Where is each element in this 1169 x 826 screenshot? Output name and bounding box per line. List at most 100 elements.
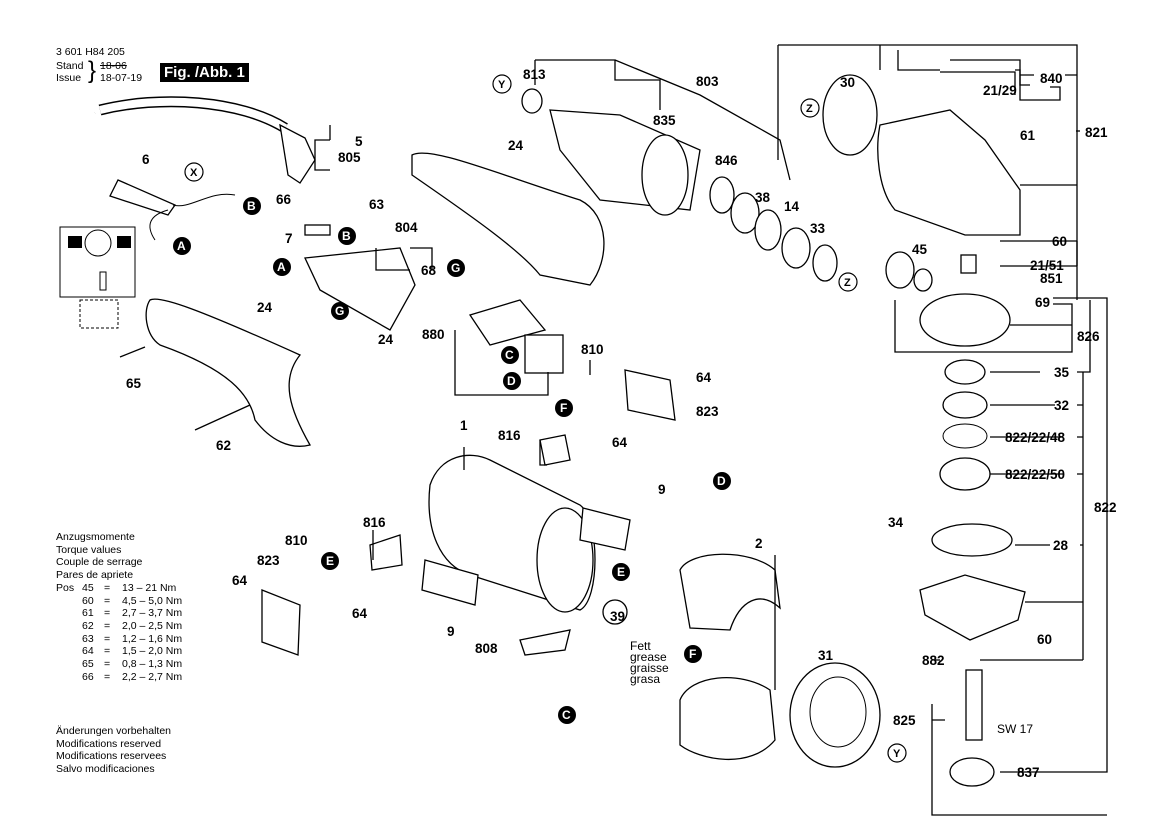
- electronics-module: [468, 299, 564, 374]
- connector-a-badge: A: [173, 237, 191, 255]
- label-846: 846: [715, 153, 738, 168]
- label-880: 880: [422, 327, 445, 342]
- connector-a-badge: A: [273, 258, 291, 276]
- label-28: 28: [1053, 538, 1069, 553]
- label-5: 5: [355, 134, 363, 149]
- figure-label: Fig. /Abb. 1: [160, 63, 249, 82]
- label-64-left: 64: [232, 573, 248, 588]
- gear-housing: [822, 74, 1021, 236]
- label-63: 63: [369, 197, 385, 212]
- torque-row: 63=1,2 – 1,6 Nm: [82, 632, 183, 645]
- label-826: 826: [1077, 329, 1100, 344]
- label-822: 822: [1094, 500, 1117, 515]
- label-24-handle: 24: [257, 300, 273, 315]
- connector-e-badge: E: [612, 563, 630, 581]
- label-1: 1: [460, 418, 468, 433]
- torque-row: 60=4,5 – 5,0 Nm: [82, 594, 183, 607]
- grease-note-en: grease: [630, 650, 667, 664]
- reference-badges: X Y Z Z Y: [184, 74, 907, 763]
- svg-text:B: B: [342, 229, 351, 243]
- torque-row: 66=2,2 – 2,7 Nm: [82, 670, 183, 683]
- label-66: 66: [276, 192, 292, 207]
- connector-b-badge: B: [338, 227, 356, 245]
- svg-text:G: G: [451, 261, 460, 275]
- torque-row: 62=2,0 – 2,5 Nm: [82, 619, 183, 632]
- torque-row: 64=1,5 – 2,0 Nm: [82, 645, 183, 658]
- label-813: 813: [523, 67, 546, 82]
- spindle-stack: [885, 251, 1026, 787]
- connector-badges: B A B A G G C D F E D E F C: [173, 197, 731, 724]
- label-851: 851: [1040, 271, 1063, 286]
- label-808: 808: [475, 641, 498, 656]
- label-64-bottom: 64: [352, 606, 368, 621]
- connector-f-badge: F: [684, 645, 702, 663]
- ref-y-badge: Y: [887, 743, 907, 763]
- disclaimer: Änderungen vorbehalten Modifications res…: [56, 725, 172, 776]
- issue-label: Issue: [56, 72, 82, 84]
- label-39: 39: [610, 609, 625, 624]
- svg-text:C: C: [562, 708, 571, 722]
- power-cord: [66, 96, 316, 241]
- label-816-bottom: 816: [363, 515, 386, 530]
- label-21-51: 21/51: [1030, 258, 1064, 273]
- leader-lines: [314, 44, 1108, 816]
- label-840: 840: [1040, 71, 1063, 86]
- end-shield: [789, 662, 881, 768]
- torque-table: Anzugsmomente Torque values Couple de se…: [56, 531, 182, 683]
- connector-d-badge: D: [503, 372, 521, 390]
- svg-text:C: C: [505, 348, 514, 362]
- label-9-top: 9: [658, 482, 666, 497]
- label-45: 45: [912, 242, 928, 257]
- label-2: 2: [755, 536, 763, 551]
- label-31: 31: [818, 648, 834, 663]
- torque-title-es: Pares de apriete: [56, 569, 134, 582]
- label-64-mid: 64: [612, 435, 628, 450]
- svg-text:F: F: [560, 401, 567, 415]
- issue-value: 18-07-19: [100, 72, 143, 84]
- svg-text:X: X: [190, 167, 198, 179]
- label-837: 837: [1017, 765, 1040, 780]
- label-9-bottom: 9: [447, 624, 455, 639]
- label-822-22-48: 822/22/48: [1005, 430, 1066, 445]
- brace: }: [88, 57, 97, 84]
- label-35: 35: [1054, 365, 1070, 380]
- torque-title-fr: Couple de serrage: [56, 556, 143, 569]
- svg-text:B: B: [247, 199, 256, 213]
- part-labels: 813 803 835 30 840 21/29 821 61 846 38 1…: [126, 67, 1117, 780]
- label-68: 68: [421, 263, 437, 278]
- label-33: 33: [810, 221, 826, 236]
- brush-parts: [261, 369, 676, 656]
- motor-housing: [428, 454, 596, 613]
- torque-row: 65=0,8 – 1,3 Nm: [82, 658, 183, 671]
- bearing-stack: [709, 176, 838, 282]
- label-sw17: SW 17: [997, 722, 1033, 736]
- connector-g-badge: G: [447, 259, 465, 277]
- svg-text:Z: Z: [806, 103, 813, 115]
- connector-c-badge: C: [501, 346, 519, 364]
- label-60-bottom: 60: [1037, 632, 1052, 647]
- connector-c-badge: C: [558, 706, 576, 724]
- label-823-top: 823: [696, 404, 719, 419]
- grease-note-fr: graisse: [630, 661, 669, 675]
- connector-g-badge: G: [331, 302, 349, 320]
- label-821: 821: [1085, 125, 1108, 140]
- stand-value: 18-06: [100, 60, 127, 72]
- label-882: 882: [922, 653, 945, 668]
- switch-assembly: [304, 224, 416, 331]
- svg-text:A: A: [277, 260, 286, 274]
- label-69: 69: [1035, 295, 1050, 310]
- label-61: 61: [1020, 128, 1036, 143]
- svg-text:F: F: [689, 647, 696, 661]
- svg-text:D: D: [717, 474, 726, 488]
- torque-title-de: Anzugsmomente: [56, 531, 135, 543]
- part-number: 3 601 H84 205: [56, 46, 125, 58]
- label-822-22-50: 822/22/50: [1005, 467, 1065, 482]
- label-823-bottom: 823: [257, 553, 280, 568]
- label-810-bottom: 810: [285, 533, 308, 548]
- label-14: 14: [784, 199, 800, 214]
- label-21-29: 21/29: [983, 83, 1017, 98]
- label-6: 6: [142, 152, 150, 167]
- connector-b-badge: B: [243, 197, 261, 215]
